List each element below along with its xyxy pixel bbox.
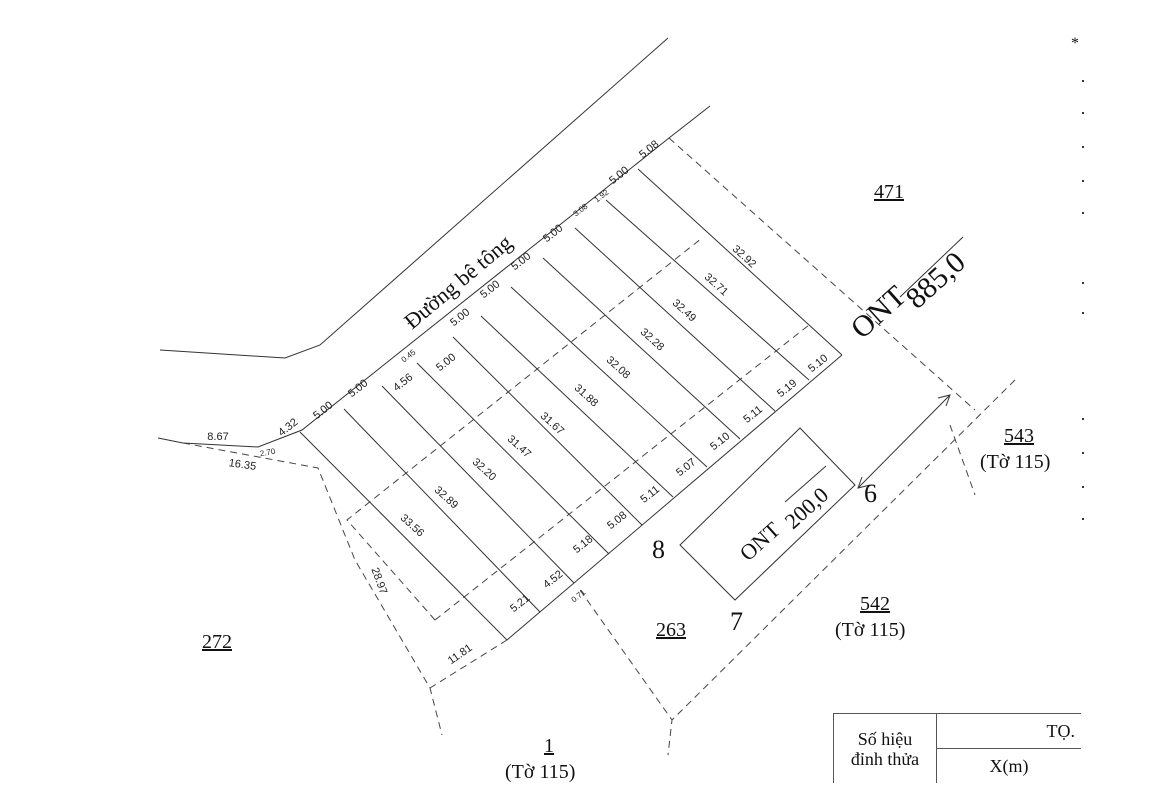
parcel-1-number: 1 [544, 735, 554, 757]
lot-divider-line [299, 431, 508, 641]
parcel-542-number: 542 [860, 593, 890, 615]
front-dimension-label: 5.00 [434, 351, 458, 374]
front-dimension-label: 5.00 [607, 164, 631, 187]
parcel-543-side [949, 424, 976, 496]
lot-length-label: 32.20 [470, 456, 498, 483]
boundary-lines [157, 37, 1016, 756]
margin-dot [1082, 312, 1084, 314]
lot-divider-line [605, 199, 810, 381]
ont-small-code: ONT [735, 517, 786, 566]
front-dimension-label: 16.35 [228, 457, 257, 473]
lots-rear-dashed [429, 639, 508, 689]
rear-dimension-label: 28.97 [368, 566, 389, 596]
rear-dimension-label: 5.10 [806, 352, 830, 375]
ont-200-rectangle [679, 427, 856, 601]
lot-length-label: 32.08 [604, 354, 632, 381]
front-dimension-label: 5.00 [448, 306, 472, 329]
lot-divider-line [574, 227, 776, 412]
margin-dot [1082, 212, 1084, 214]
lots-rear-line [506, 354, 843, 641]
coordinates-header: TỌ. [936, 713, 1081, 749]
margin-dot [1082, 452, 1084, 454]
lot-divider-line [480, 315, 674, 498]
rear-dimension-label: 5.11 [741, 404, 765, 426]
lot-divider-line [542, 257, 741, 440]
lot-length-label: 31.47 [505, 433, 533, 460]
front-dimension-label: 5.00 [346, 377, 370, 400]
setback-line-2 [434, 324, 810, 621]
rear-dimension-label: 5.10 [708, 430, 732, 453]
vertex-8: 8 [652, 535, 665, 564]
lot-length-label: 32.71 [702, 271, 730, 298]
front-dimension-label: 5.00 [311, 399, 335, 422]
margin-dot [1082, 180, 1084, 182]
lot-divider-line [416, 362, 610, 555]
rear-dimension-label: 5.08 [605, 509, 629, 532]
front-dimension-label: 5.00 [478, 278, 502, 301]
arrow-head-bottom [857, 476, 871, 489]
margin-dot [1082, 146, 1084, 148]
front-dimension-label: 5.00 [509, 250, 533, 273]
lot-divider-line [510, 286, 708, 468]
rear-dimension-label: 5.21 [508, 592, 532, 615]
road-lower-edge [157, 105, 711, 448]
lot-divider-line [452, 336, 643, 526]
ont-small-area: 200,0 [780, 482, 834, 534]
front-dimension-label: 5.08 [637, 138, 661, 161]
parcel-1-sheet: (Tờ 115) [505, 761, 575, 783]
front-dimension-label: 3.08 [572, 201, 590, 218]
parcel-542-sheet: (Tờ 115) [835, 619, 905, 641]
parcel-471: 471 [874, 181, 904, 203]
arrow-head-top [937, 394, 951, 407]
lot-divider-line [637, 168, 843, 356]
parcel-272: 272 [202, 631, 232, 653]
rear-dimension-label: 5.07 [674, 456, 698, 479]
rear-dimension-label: 5.19 [775, 377, 799, 400]
dimension-arrow [857, 394, 951, 489]
parcel-543-number: 543 [1004, 425, 1034, 447]
front-dimension-label: 5.00 [541, 222, 565, 245]
rear-dimension-label: 0.71 [570, 587, 588, 604]
front-dimension-label: 8.67 [207, 431, 228, 443]
lot-length-label: 31.67 [538, 410, 566, 437]
lot-divider-line [343, 408, 541, 613]
lot-length-label: 32.89 [432, 484, 460, 511]
parcel-543-sheet: (Tờ 115) [980, 451, 1050, 473]
margin-dot [1082, 112, 1084, 114]
vertex-number-header: Số hiệu đỉnh thửa [833, 713, 937, 783]
ont-200-underline [784, 465, 827, 503]
rear-dimension-label: 4.52 [541, 568, 565, 591]
margin-dot [1082, 418, 1084, 420]
parcel-263: 263 [656, 619, 686, 641]
margin-dot [1082, 80, 1084, 82]
lot-divider-line [381, 385, 575, 584]
ont-885-underline [899, 236, 964, 298]
margin-dots [1082, 80, 1084, 520]
parcel-263-boundary [579, 589, 673, 721]
rear-dimension-label: 5.11 [638, 484, 662, 506]
parcel-471-boundary [668, 137, 976, 411]
coordinate-table: Số hiệu đỉnh thửa TỌ. X(m) [833, 713, 1081, 783]
setback-line-1 [346, 237, 703, 621]
vertex-7: 7 [730, 607, 743, 636]
margin-dot [1082, 282, 1084, 284]
lot-length-label: 32.49 [670, 297, 698, 324]
rear-dimension-label: 11.81 [446, 642, 475, 667]
x-header: X(m) [936, 748, 1081, 783]
lot-length-label: 33.56 [398, 512, 426, 539]
margin-marker: * [1071, 35, 1079, 52]
road-upper-edge [159, 37, 669, 359]
parcel-272-boundary [182, 442, 443, 736]
margin-dot [1082, 518, 1084, 520]
front-dimension-label: 4.56 [391, 371, 415, 394]
vertex-6: 6 [864, 479, 877, 508]
margin-dot [1082, 486, 1084, 488]
front-dimension-label: 2.70 [259, 447, 276, 459]
